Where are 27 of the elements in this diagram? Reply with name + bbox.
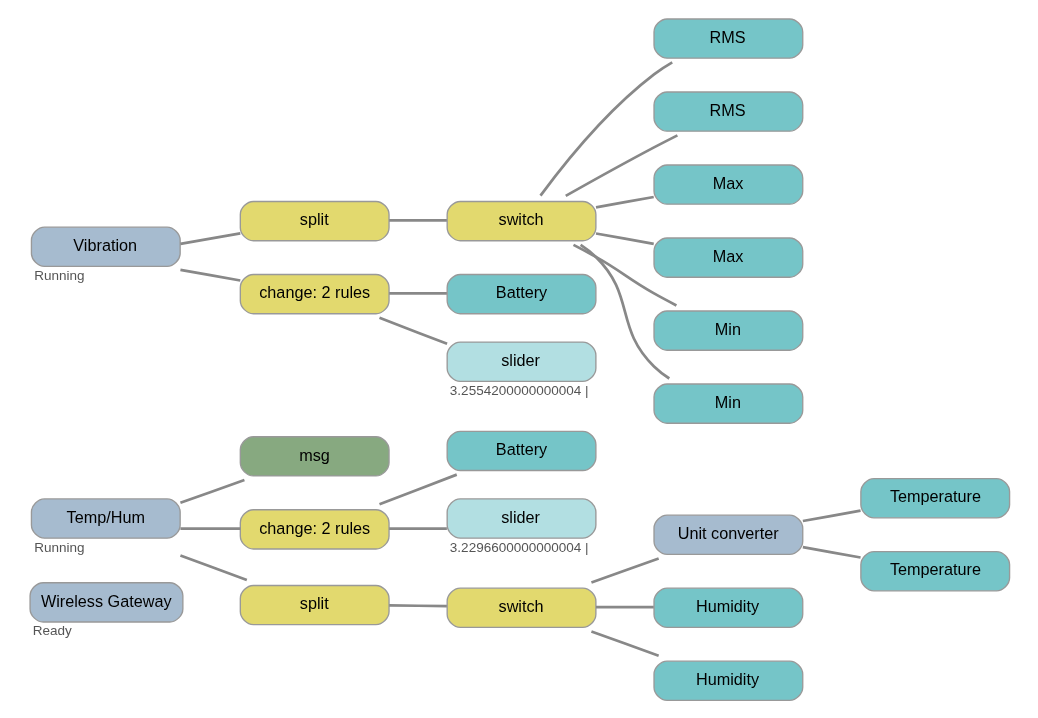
connector bbox=[378, 473, 457, 506]
connector bbox=[378, 316, 448, 346]
connector bbox=[579, 243, 670, 380]
connector bbox=[595, 605, 654, 609]
connector bbox=[572, 243, 677, 307]
connector bbox=[802, 509, 861, 523]
connector bbox=[564, 134, 678, 198]
connector bbox=[595, 195, 654, 209]
connector bbox=[179, 268, 241, 282]
connector bbox=[179, 527, 240, 530]
node-label: Running bbox=[33, 539, 84, 555]
connector bbox=[802, 545, 861, 559]
node-label: 3.2554200000000004 | bbox=[449, 382, 589, 398]
connector bbox=[388, 292, 447, 295]
connector bbox=[595, 232, 654, 246]
connector bbox=[179, 554, 247, 582]
connector bbox=[388, 604, 447, 608]
connector bbox=[388, 219, 447, 222]
connector bbox=[590, 557, 659, 584]
connector bbox=[538, 61, 673, 197]
connector bbox=[179, 232, 241, 246]
node-label: 3.2296600000000004 | bbox=[449, 539, 589, 555]
node-label: Running bbox=[33, 267, 84, 283]
connector bbox=[590, 630, 659, 657]
node-label: Ready bbox=[32, 623, 72, 639]
connector bbox=[179, 478, 245, 504]
connector bbox=[388, 527, 447, 530]
